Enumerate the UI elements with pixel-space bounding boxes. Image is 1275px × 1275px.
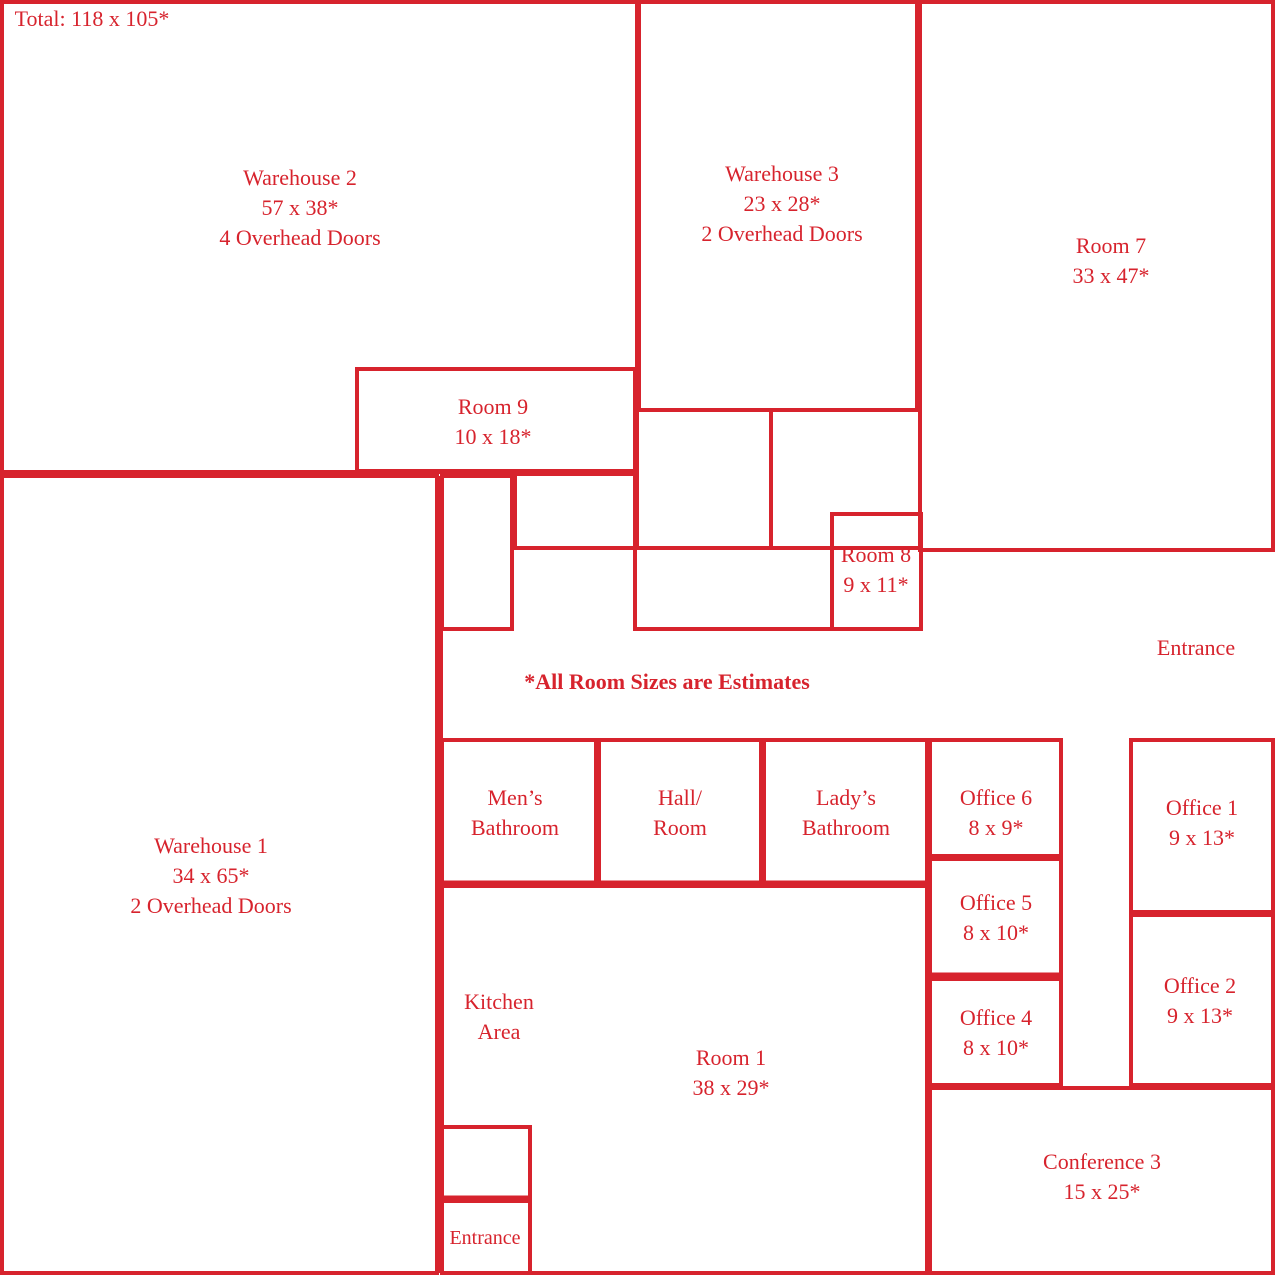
room-name: Conference 3 — [1043, 1149, 1161, 1174]
room-9-label: Room 9 10 x 18* — [455, 392, 532, 452]
room-size: 8 x 9* — [968, 815, 1024, 840]
room-name: Office 4 — [959, 1005, 1033, 1030]
warehouse-1-label: Warehouse 1 34 x 65* 2 Overhead Doors — [130, 831, 291, 921]
warehouse-2-label: Warehouse 2 57 x 38* 4 Overhead Doors — [219, 163, 380, 253]
warehouse-1-outline — [0, 474, 439, 1275]
room-name: Area — [477, 1019, 521, 1044]
room-name: Office 1 — [1165, 795, 1239, 820]
mens-bathroom-label: Men’s Bathroom — [471, 783, 559, 843]
warehouse-3-label: Warehouse 3 23 x 28* 2 Overhead Doors — [701, 159, 862, 249]
storage-outline — [633, 546, 834, 631]
room-name: Office 2 — [1163, 973, 1237, 998]
room-name: Room 7 — [1075, 233, 1147, 258]
entrance-right-label: Entrance — [1157, 633, 1235, 663]
room-name: Warehouse 1 — [154, 833, 268, 858]
office-2-label: Office 2 9 x 13* — [1164, 971, 1236, 1031]
room-name: Men’s — [487, 785, 543, 810]
entrance-bottom-label: Entrance — [449, 1223, 520, 1253]
room-size: 23 x 28* — [743, 191, 821, 216]
storage-outline — [769, 408, 922, 550]
office-1-label: Office 1 9 x 13* — [1166, 793, 1238, 853]
office-6-label: Office 6 8 x 9* — [960, 783, 1032, 843]
office-4-label: Office 4 8 x 10* — [960, 1003, 1032, 1063]
hall-room-label: Hall/ Room — [653, 783, 707, 843]
room-size: 9 x 11* — [843, 572, 909, 597]
room-name: Entrance — [449, 1227, 521, 1249]
room-size: 15 x 25* — [1063, 1179, 1141, 1204]
room-doors: 2 Overhead Doors — [701, 221, 863, 246]
room-name: Lady’s — [816, 785, 876, 810]
office-4-outline — [928, 977, 1063, 1087]
total-size-label: Total: 118 x 105* — [14, 6, 170, 31]
conference-3-outline — [928, 1086, 1275, 1275]
storage-outline — [635, 408, 773, 550]
estimates-note: *All Room Sizes are Estimates — [524, 669, 810, 694]
office-2-outline — [1129, 913, 1275, 1087]
room-size: 8 x 10* — [962, 920, 1029, 945]
entrance-bottom-outline — [440, 1199, 532, 1275]
room-name: Entrance — [1156, 635, 1236, 660]
room-name: Bathroom — [471, 815, 559, 840]
room-size: 8 x 10* — [962, 1035, 1029, 1060]
room-name: Warehouse 3 — [725, 161, 839, 186]
room-name: Bathroom — [802, 815, 890, 840]
room-name: Warehouse 2 — [243, 165, 357, 190]
room-8-label: Room 8 9 x 11* — [841, 540, 911, 600]
room-doors: 4 Overhead Doors — [219, 225, 381, 250]
conference-3-label: Conference 3 15 x 25* — [1043, 1147, 1161, 1207]
office-6-outline — [928, 738, 1063, 858]
room-doors: 2 Overhead Doors — [130, 893, 292, 918]
office-1-outline — [1129, 738, 1275, 914]
room-size: 34 x 65* — [172, 863, 250, 888]
room-name: Room 8 — [840, 542, 912, 567]
room-name: Room 9 — [457, 394, 529, 419]
kitchen-closet-outline — [440, 1125, 532, 1201]
room-size: 38 x 29* — [692, 1075, 770, 1100]
room-name: Room — [653, 815, 707, 840]
room-size: 10 x 18* — [454, 424, 532, 449]
room-name: Office 6 — [959, 785, 1033, 810]
room-1-outline — [440, 884, 929, 1275]
room-1-label: Room 1 38 x 29* — [693, 1043, 770, 1103]
room-size: 57 x 38* — [261, 195, 339, 220]
room-size: 9 x 13* — [1168, 825, 1235, 850]
ladys-bathroom-label: Lady’s Bathroom — [802, 783, 890, 843]
room-name: Office 5 — [959, 890, 1033, 915]
office-5-label: Office 5 8 x 10* — [960, 888, 1032, 948]
room-7-outline — [918, 0, 1275, 552]
closet-outline — [440, 474, 514, 631]
room-name: Kitchen — [464, 989, 534, 1014]
room-size: 9 x 13* — [1166, 1003, 1233, 1028]
room-name: Room 1 — [695, 1045, 767, 1070]
kitchen-area-label: Kitchen Area — [464, 987, 534, 1047]
storage-outline — [513, 472, 637, 550]
room-size: 33 x 47* — [1072, 263, 1150, 288]
room-8-outline — [830, 512, 923, 631]
room-name: Hall/ — [657, 785, 702, 810]
room-7-label: Room 7 33 x 47* — [1073, 231, 1150, 291]
